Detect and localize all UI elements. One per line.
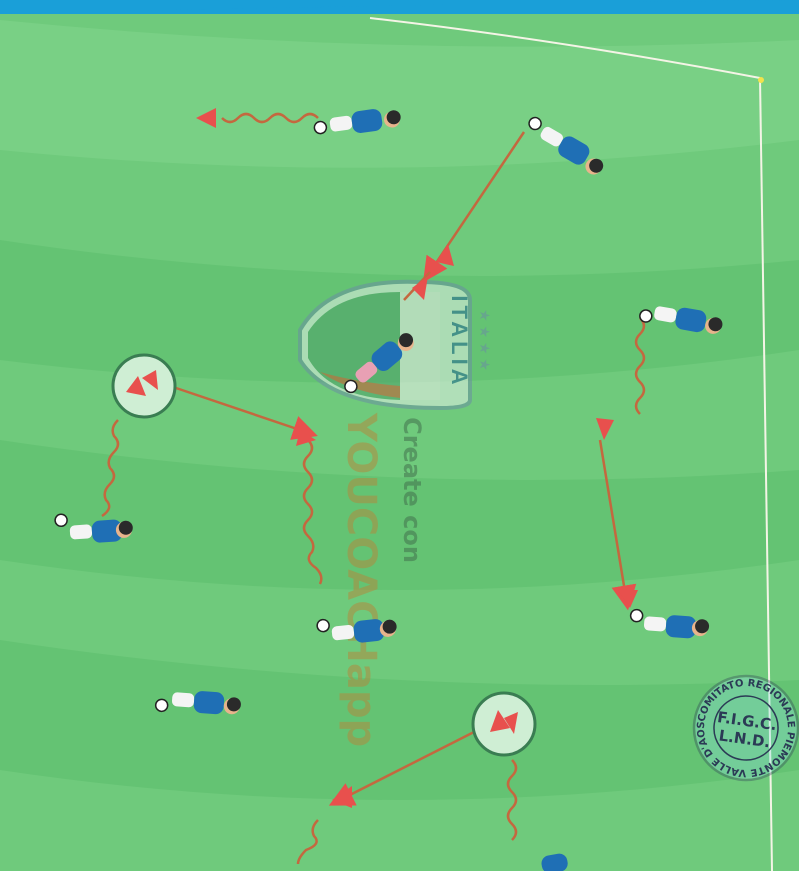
crest-text: ITALIA [447,295,472,388]
watermark-line2: YOUCOACHapp [338,412,384,747]
cone-icon [473,693,535,755]
crest-stars: ★ ★ ★ ★ [477,309,493,371]
cone-icon [113,355,175,417]
watermark-line1: Create con [398,417,426,563]
corner-flag [758,77,764,83]
